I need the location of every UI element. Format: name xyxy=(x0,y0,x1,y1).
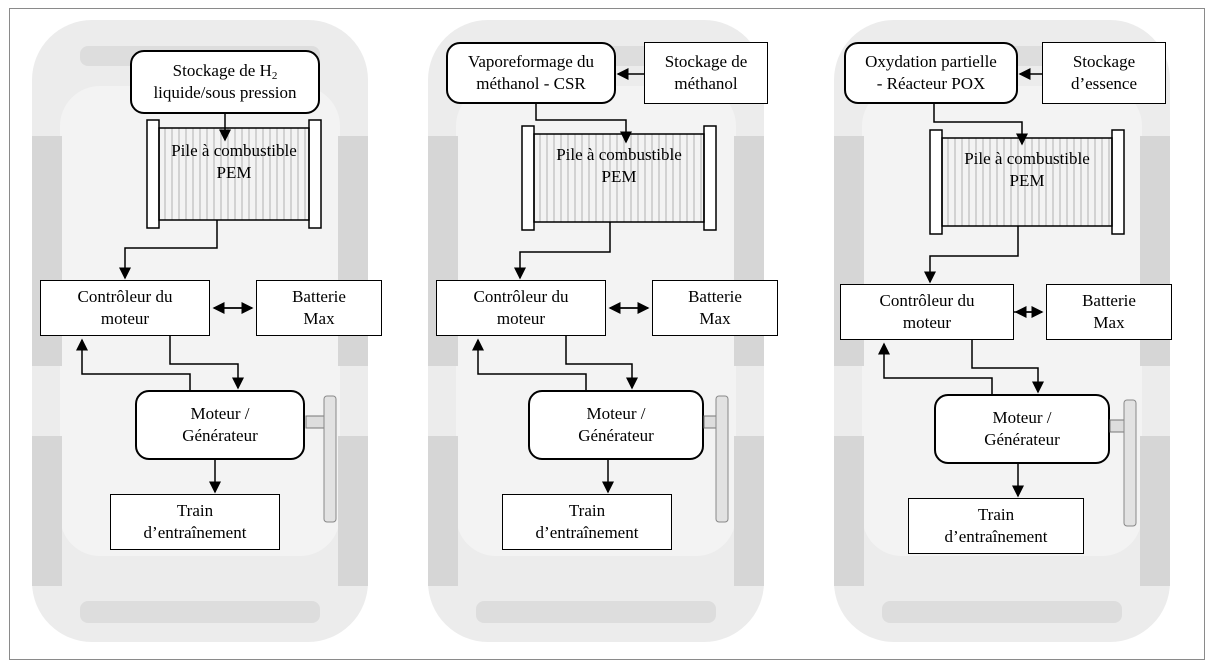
fuel-cell-label: Pile à combustible PEM xyxy=(171,141,297,182)
battery-box: Batterie Max xyxy=(256,280,382,336)
drivetrain-box: Train d’entraînement xyxy=(908,498,1084,554)
motor-generator-box: Moteur / Générateur xyxy=(528,390,704,460)
fuel-cell-label: Pile à combustible PEM xyxy=(556,145,682,186)
panel-gasoline: Oxydation partielle - Réacteur POX Stock… xyxy=(822,16,1182,646)
drivetrain-box: Train d’entraînement xyxy=(110,494,280,550)
reformer-box: Vaporeformage du méthanol - CSR xyxy=(446,42,616,104)
panel-methanol: Vaporeformage du méthanol - CSR Stockage… xyxy=(416,16,778,646)
motor-generator-box: Moteur / Générateur xyxy=(135,390,305,460)
fuel-cell-label: Pile à combustible PEM xyxy=(964,149,1090,190)
battery-box: Batterie Max xyxy=(1046,284,1172,340)
drivetrain-box: Train d’entraînement xyxy=(502,494,672,550)
motor-generator-box: Moteur / Générateur xyxy=(934,394,1110,464)
motor-controller-box: Contrôleur du moteur xyxy=(436,280,606,336)
battery-box: Batterie Max xyxy=(652,280,778,336)
motor-controller-box: Contrôleur du moteur xyxy=(840,284,1014,340)
gasoline-storage-box: Stockage d’essence xyxy=(1042,42,1166,104)
pox-reactor-box: Oxydation partielle - Réacteur POX xyxy=(844,42,1018,104)
motor-controller-box: Contrôleur du moteur xyxy=(40,280,210,336)
methanol-storage-box: Stockage de méthanol xyxy=(644,42,768,104)
